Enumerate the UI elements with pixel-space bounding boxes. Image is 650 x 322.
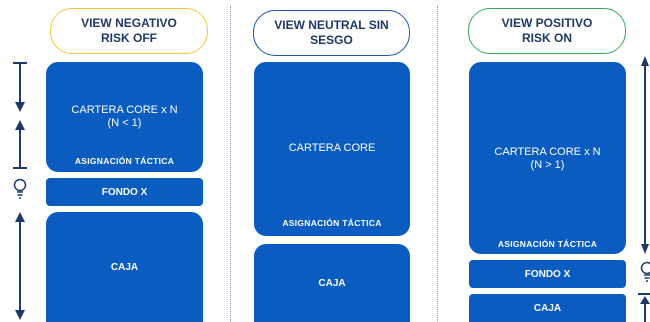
cartera-core-neutral: CARTERA CORE ASIGNACIÓN TÁCTICA	[254, 62, 410, 236]
core-positivo-line2: (N > 1)	[530, 159, 565, 171]
caja-negativo-label: CAJA	[110, 261, 139, 273]
tactica-negativo: ASIGNACIÓN TÁCTICA	[74, 156, 175, 166]
fondo-x-negativo-label: FONDO X	[101, 186, 148, 198]
caja-neutral: CAJA	[254, 244, 410, 322]
tactica-neutral: ASIGNACIÓN TÁCTICA	[282, 218, 382, 228]
caja-positivo: CAJA	[469, 294, 626, 322]
expand-double-arrow-icon	[641, 56, 649, 254]
header-negativo-line2: RISK OFF	[100, 31, 157, 45]
core-negativo-line2: (N < 1)	[107, 117, 142, 129]
core-neutral-line1: CARTERA CORE	[288, 142, 376, 154]
column-divider-2	[437, 6, 438, 322]
header-neutral: VIEW NEUTRAL SIN SESGO	[253, 10, 410, 56]
core-negativo-line1: CARTERA CORE x N	[71, 104, 178, 116]
caja-neutral-label: CAJA	[318, 277, 346, 289]
header-positivo-line1: VIEW POSITIVO	[501, 16, 593, 30]
header-positivo: VIEW POSITIVO RISK ON	[468, 8, 626, 54]
lightbulb-right-icon	[640, 261, 650, 282]
tactica-positivo: ASIGNACIÓN TÁCTICA	[497, 239, 598, 249]
column-divider-1	[230, 6, 231, 322]
fondo-x-negativo: FONDO X	[46, 178, 203, 206]
header-positivo-line2: RISK ON	[521, 31, 572, 45]
fondo-x-positivo: FONDO X	[469, 260, 626, 288]
caja-negativo: CAJA	[46, 212, 203, 322]
cartera-core-positivo: CARTERA CORE x N (N > 1) ASIGNACIÓN TÁCT…	[469, 62, 626, 254]
header-neutral-line1: VIEW NEUTRAL SIN	[274, 18, 389, 32]
caja-mini-arrow-icon	[638, 293, 650, 322]
reduce-arrow-up-icon	[13, 120, 27, 169]
core-positivo-line1: CARTERA CORE x N	[494, 146, 601, 158]
caja-positivo-label: CAJA	[533, 302, 562, 314]
header-negativo-line1: VIEW NEGATIVO	[81, 16, 177, 30]
fondo-x-positivo-label: FONDO X	[524, 268, 571, 280]
reduce-arrow-down-icon	[13, 62, 27, 112]
caja-double-arrow-icon	[15, 212, 25, 320]
cartera-core-negativo: CARTERA CORE x N (N < 1) ASIGNACIÓN TÁCT…	[46, 62, 203, 172]
header-negativo: VIEW NEGATIVO RISK OFF	[50, 8, 208, 54]
header-neutral-line2: SESGO	[310, 33, 353, 47]
lightbulb-icon	[13, 178, 27, 199]
